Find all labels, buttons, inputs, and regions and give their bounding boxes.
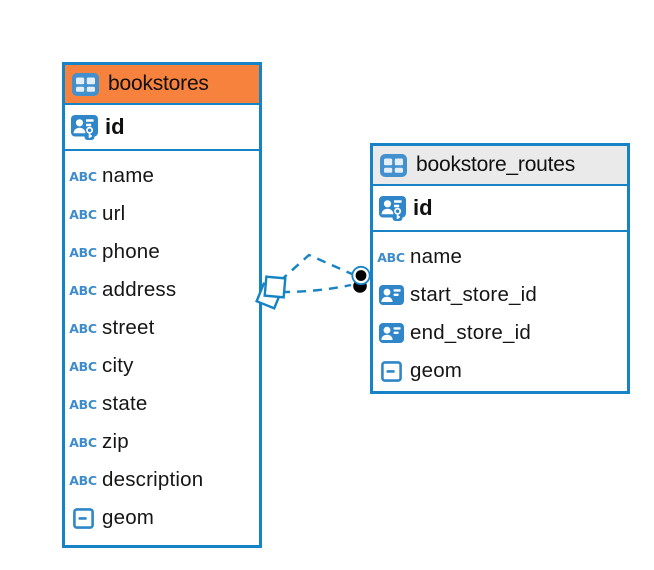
table-icon bbox=[379, 154, 407, 177]
column-name: zip bbox=[102, 430, 129, 453]
column-name: phone bbox=[102, 240, 161, 263]
text-type-icon: ABC bbox=[69, 206, 97, 222]
column-name: id bbox=[105, 114, 125, 139]
text-type-icon: ABC bbox=[69, 282, 97, 298]
primary-key-icon bbox=[70, 115, 98, 140]
table-bookstore-routes[interactable]: bookstore_routes id ABC name start_store… bbox=[370, 143, 630, 394]
column-name: id bbox=[413, 195, 433, 220]
table-name: bookstores bbox=[108, 72, 209, 95]
relationship-line-start-store[interactable] bbox=[279, 253, 353, 282]
text-type-icon: ABC bbox=[377, 249, 405, 265]
text-type-icon: ABC bbox=[69, 472, 97, 488]
geometry-type-icon bbox=[377, 361, 405, 382]
column-name: street bbox=[102, 316, 155, 339]
column-list: ABC name start_store_id end_store_id geo… bbox=[373, 232, 627, 391]
geometry-type-icon bbox=[69, 508, 97, 529]
table-icon bbox=[71, 73, 99, 96]
column-row-city[interactable]: ABC city bbox=[65, 347, 259, 385]
column-row-url[interactable]: ABC url bbox=[65, 195, 259, 233]
connector-dot-endpoint[interactable] bbox=[353, 279, 367, 293]
column-name: name bbox=[410, 245, 463, 268]
column-name: name bbox=[102, 164, 155, 187]
text-type-icon: ABC bbox=[69, 244, 97, 260]
column-row-description[interactable]: ABC description bbox=[65, 461, 259, 499]
text-type-icon: ABC bbox=[69, 434, 97, 450]
foreign-key-icon bbox=[377, 285, 405, 305]
text-type-icon: ABC bbox=[69, 396, 97, 412]
relationship-line-end-store[interactable] bbox=[280, 283, 352, 294]
foreign-key-icon bbox=[377, 323, 405, 343]
connector-square-endpoint[interactable] bbox=[263, 275, 287, 299]
table-header-bookstores[interactable]: bookstores bbox=[65, 65, 259, 105]
column-row-name[interactable]: ABC name bbox=[373, 238, 627, 276]
column-row-geom[interactable]: geom bbox=[373, 352, 627, 390]
column-name: end_store_id bbox=[410, 321, 531, 344]
column-row-name[interactable]: ABC name bbox=[65, 157, 259, 195]
table-header-bookstore-routes[interactable]: bookstore_routes bbox=[373, 146, 627, 186]
column-row-id[interactable]: id bbox=[373, 186, 627, 232]
column-name: city bbox=[102, 354, 134, 377]
column-row-end-store-id[interactable]: end_store_id bbox=[373, 314, 627, 352]
column-row-phone[interactable]: ABC phone bbox=[65, 233, 259, 271]
connector-dot-ring bbox=[351, 265, 371, 286]
table-bookstores[interactable]: bookstores id ABC name ABC url ABC phone… bbox=[62, 62, 262, 548]
column-name: start_store_id bbox=[410, 283, 538, 306]
primary-key-icon bbox=[378, 196, 406, 221]
column-name: geom bbox=[410, 359, 463, 382]
column-name: url bbox=[102, 202, 126, 225]
column-list: ABC name ABC url ABC phone ABC address A… bbox=[65, 151, 259, 545]
column-row-address[interactable]: ABC address bbox=[65, 271, 259, 309]
text-type-icon: ABC bbox=[69, 168, 97, 184]
column-name: address bbox=[102, 278, 177, 301]
column-name: description bbox=[102, 468, 204, 491]
table-name: bookstore_routes bbox=[416, 153, 576, 176]
connector-dot-endpoint[interactable] bbox=[355, 270, 367, 281]
column-row-start-store-id[interactable]: start_store_id bbox=[373, 276, 627, 314]
text-type-icon: ABC bbox=[69, 358, 97, 374]
column-name: geom bbox=[102, 506, 155, 529]
column-row-zip[interactable]: ABC zip bbox=[65, 423, 259, 461]
column-name: state bbox=[102, 392, 148, 415]
column-row-street[interactable]: ABC street bbox=[65, 309, 259, 347]
column-row-geom[interactable]: geom bbox=[65, 499, 259, 537]
column-row-id[interactable]: id bbox=[65, 105, 259, 151]
text-type-icon: ABC bbox=[69, 320, 97, 336]
column-row-state[interactable]: ABC state bbox=[65, 385, 259, 423]
